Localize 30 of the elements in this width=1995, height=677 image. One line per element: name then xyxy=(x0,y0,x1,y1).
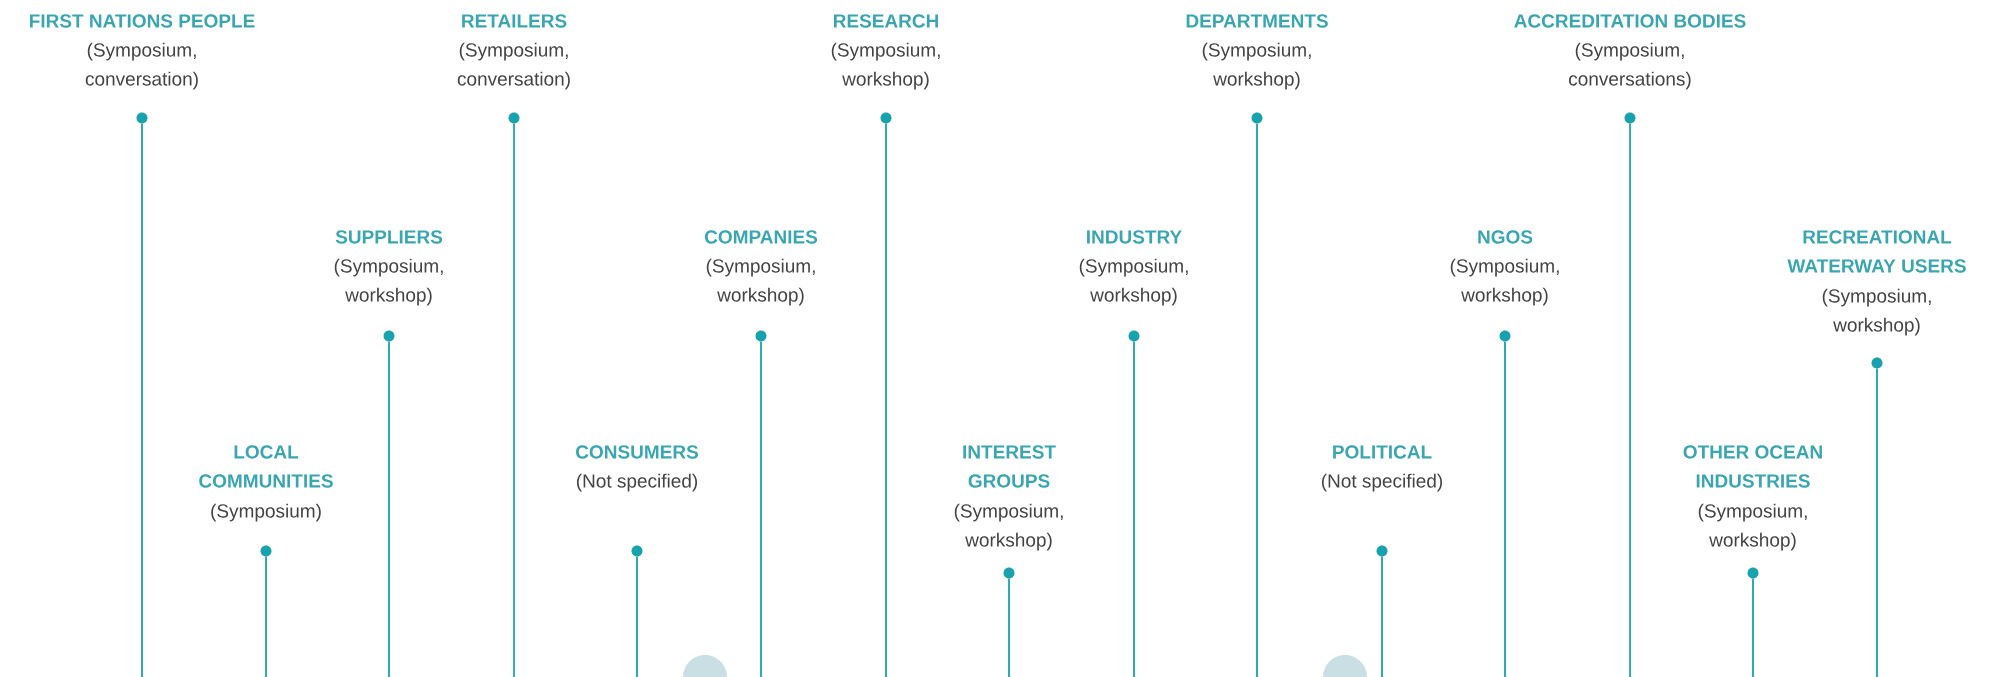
stakeholder-label: SUPPLIERS (Symposium, workshop) xyxy=(334,230,443,306)
stakeholder-label: INDUSTRY (Symposium, workshop) xyxy=(1079,230,1188,306)
stakeholder-label: RETAILERS (Symposium, conversation) xyxy=(457,14,570,90)
pin-line xyxy=(636,555,638,677)
pin-line xyxy=(1876,367,1878,677)
pin-line xyxy=(760,340,762,677)
stakeholder-label: COMPANIES (Symposium, workshop) xyxy=(704,230,818,306)
stakeholder-label: ACCREDITATION BODIES (Symposium, conversations) xyxy=(1514,14,1746,90)
stakeholder-label: NGOS (Symposium, workshop) xyxy=(1450,230,1559,306)
pin-line xyxy=(1133,340,1135,677)
pin-line xyxy=(1008,577,1010,677)
pin-line xyxy=(141,122,143,677)
pin-line xyxy=(1504,340,1506,677)
stakeholder-label: INTEREST GROUPS (Symposium, workshop) xyxy=(954,445,1063,551)
stakeholder-label: RECREATIONAL WATERWAY USERS (Symposium, workshop) xyxy=(1787,230,1966,336)
stakeholder-label: OTHER OCEAN INDUSTRIES (Symposium, workshop) xyxy=(1683,445,1822,551)
pin-line xyxy=(388,340,390,677)
stakeholder-label: RESEARCH (Symposium, workshop) xyxy=(831,14,940,90)
stakeholder-label: LOCAL COMMUNITIES (Symposium) xyxy=(199,445,333,522)
pin-line xyxy=(885,122,887,677)
pin-line xyxy=(1752,577,1754,677)
pin-line xyxy=(1381,555,1383,677)
stakeholder-label: CONSUMERS (Not specified) xyxy=(576,445,698,492)
pin-line xyxy=(1256,122,1258,677)
pin-line xyxy=(513,122,515,677)
stakeholder-label: FIRST NATIONS PEOPLE (Symposium, conversation) xyxy=(30,14,255,90)
pin-line xyxy=(265,555,267,677)
pin-line xyxy=(1629,122,1631,677)
stakeholder-label: DEPARTMENTS (Symposium, workshop) xyxy=(1186,14,1328,90)
stakeholder-label: POLITICAL (Not specified) xyxy=(1321,445,1443,492)
